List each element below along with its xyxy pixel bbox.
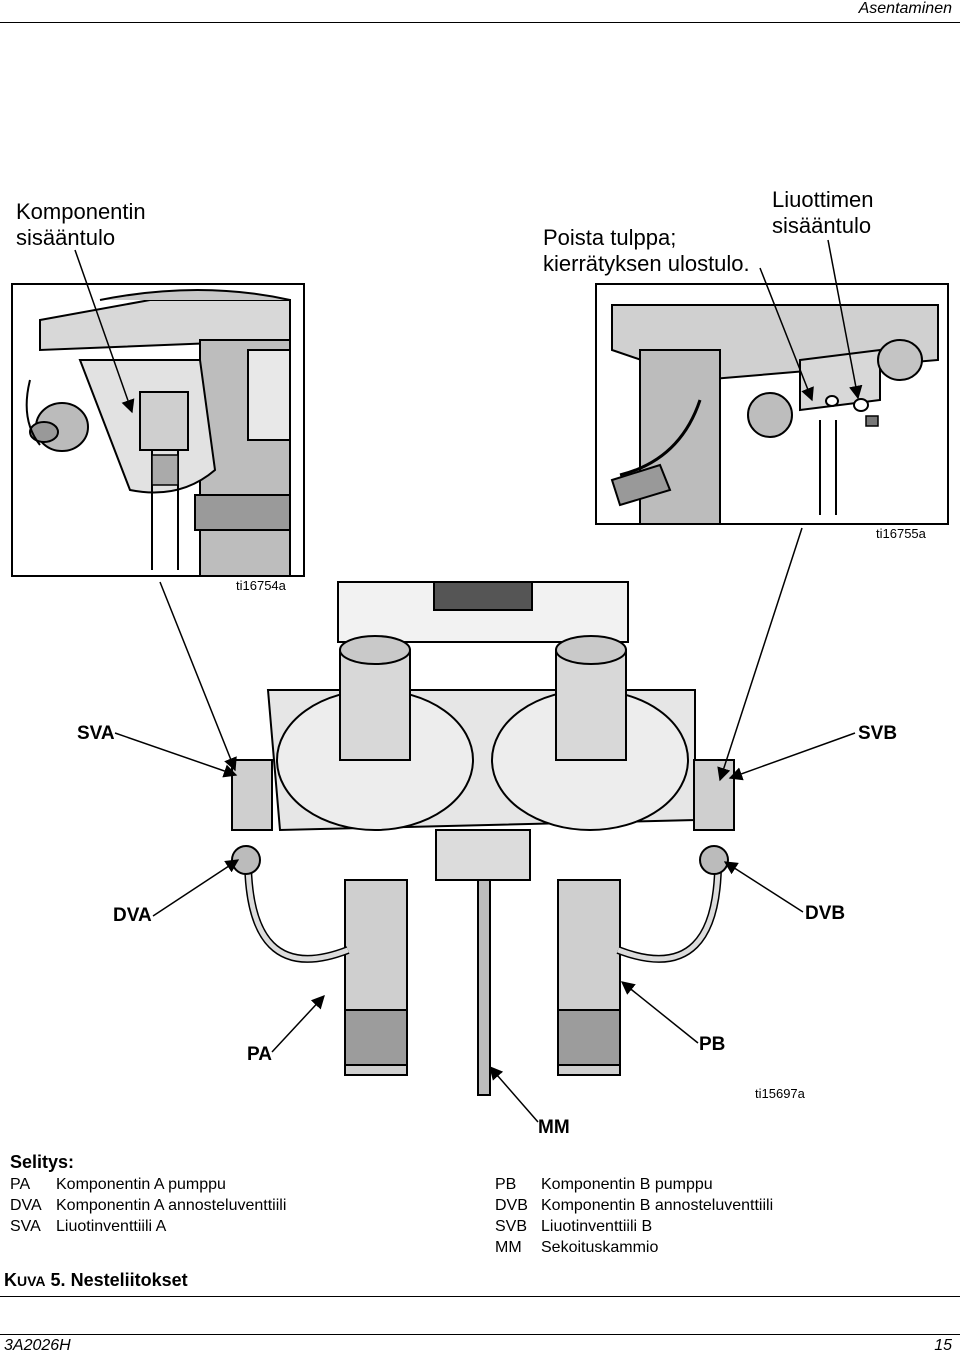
label-svb: SVB bbox=[858, 723, 898, 744]
image-id-right-detail: ti16755a bbox=[876, 526, 926, 541]
leader-lines bbox=[74, 239, 863, 1123]
left-detail-view bbox=[11, 283, 305, 577]
fluid-connections-illustration bbox=[11, 239, 949, 1123]
page-number: 15 bbox=[934, 1337, 952, 1354]
callout-component-inlet: Komponentin sisääntulo bbox=[16, 199, 146, 250]
footer-rule bbox=[0, 1334, 960, 1335]
callout-solvent-inlet: Liuottimen sisääntulo bbox=[772, 187, 874, 238]
image-id-main: ti15697a bbox=[755, 1086, 805, 1101]
label-pa: PA bbox=[247, 1044, 272, 1065]
image-id-left-detail: ti16754a bbox=[236, 578, 286, 593]
header-rule bbox=[0, 22, 960, 23]
legend-title: Selitys: bbox=[10, 1152, 75, 1172]
figure-caption: KUVA 5. Nesteliitokset bbox=[4, 1270, 188, 1290]
label-dva: DVA bbox=[113, 905, 152, 926]
callout-remove-plug: Poista tulppa; kierrätyksen ulostulo. bbox=[543, 225, 750, 276]
right-detail-view bbox=[595, 283, 949, 525]
main-assembly bbox=[231, 581, 735, 1096]
section-title: Asentaminen bbox=[858, 0, 952, 17]
label-sva: SVA bbox=[77, 723, 115, 744]
caption-rule bbox=[0, 1296, 960, 1297]
label-mm: MM bbox=[538, 1117, 570, 1138]
document-id: 3A2026H bbox=[4, 1337, 71, 1354]
label-dvb: DVB bbox=[805, 903, 846, 924]
label-pb: PB bbox=[699, 1034, 726, 1055]
